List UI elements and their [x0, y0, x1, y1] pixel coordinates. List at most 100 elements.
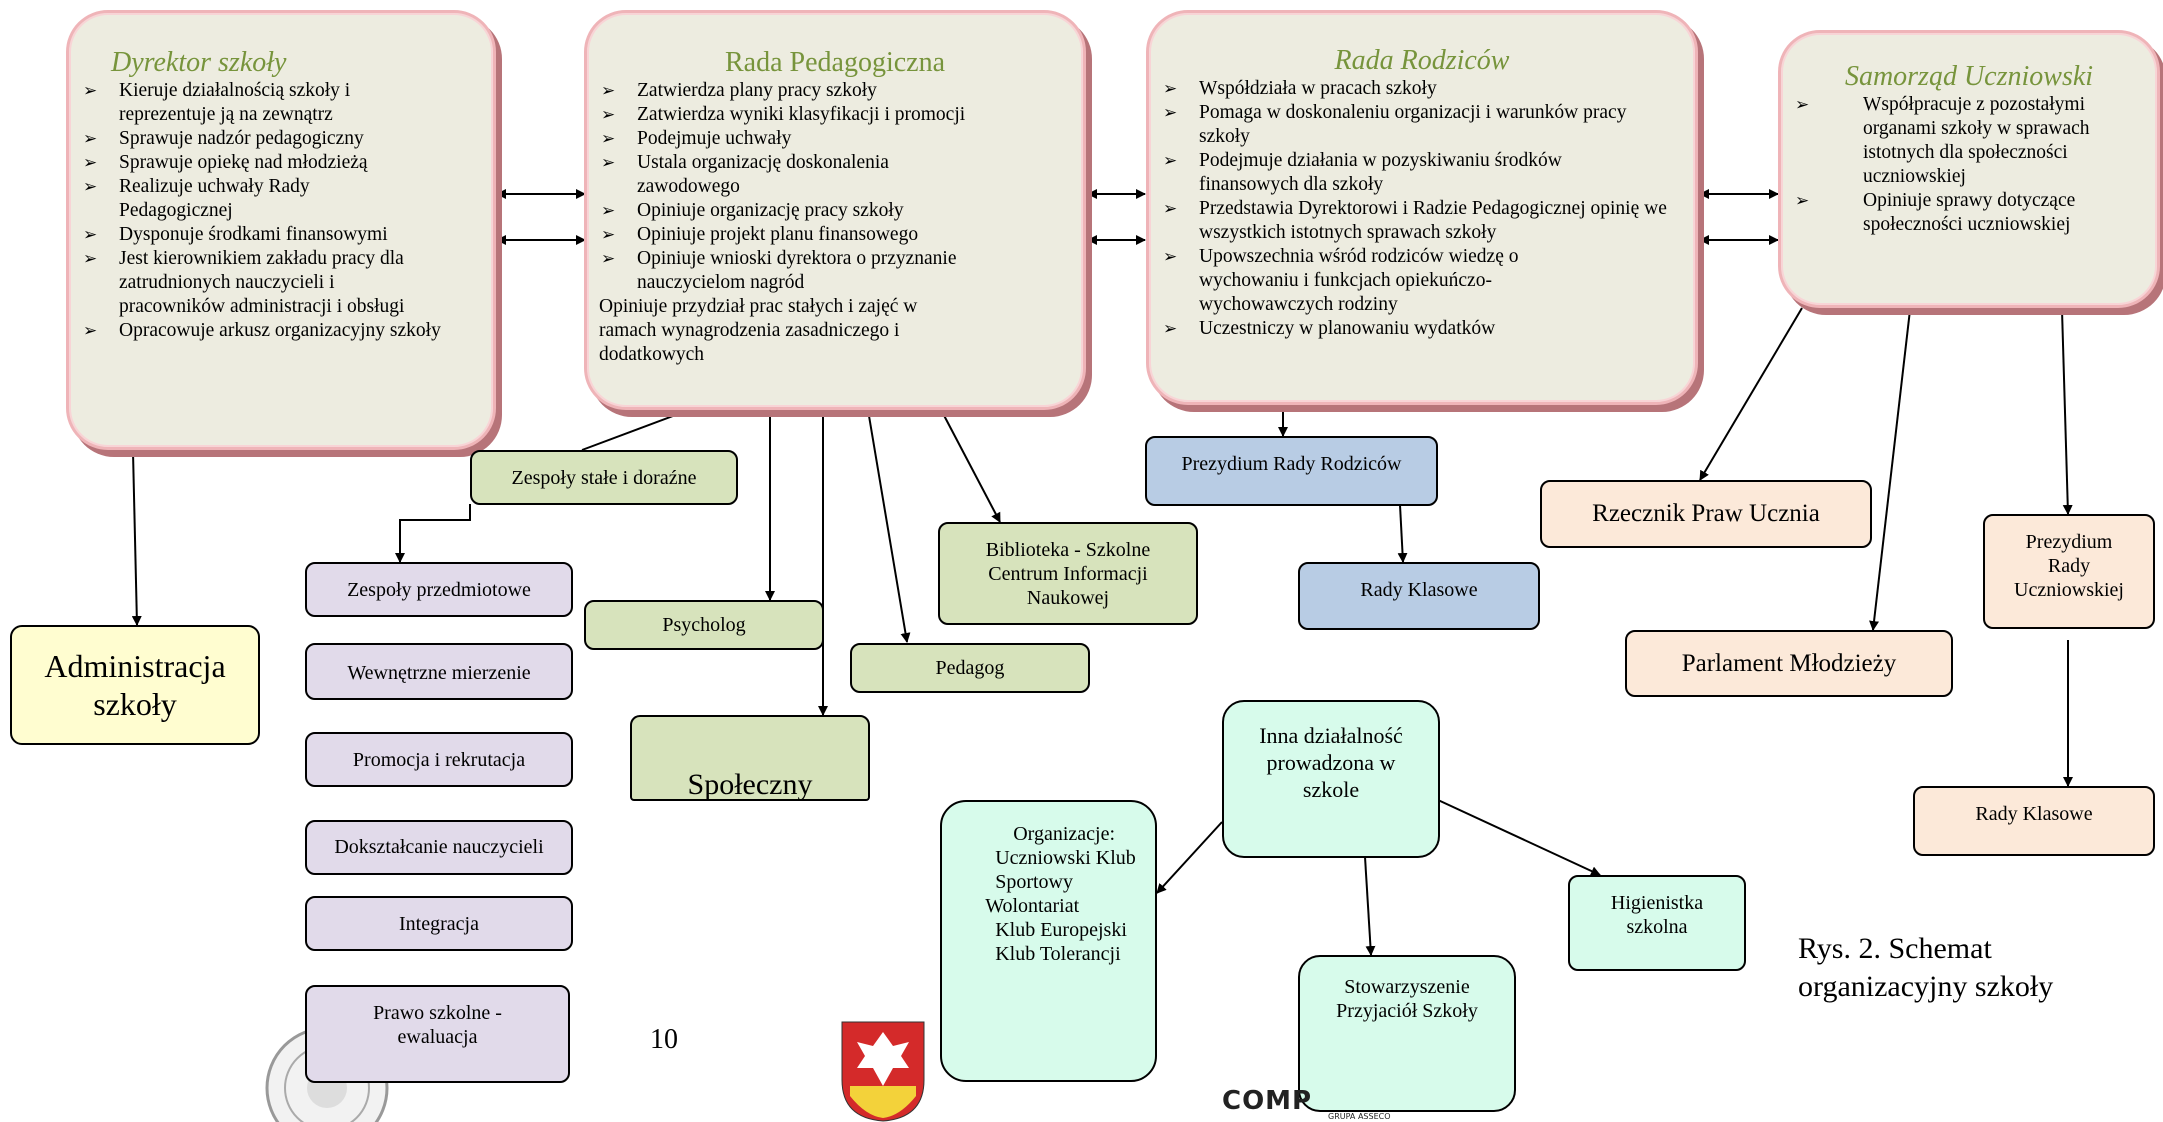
list-item: Podejmuje uchwały — [587, 127, 1083, 151]
rada-rodzicow-title: Rada Rodziców — [1334, 45, 1510, 76]
biblioteka-box: Biblioteka - Szkolne Centrum Informacji … — [938, 522, 1198, 625]
list-item: Opracowuje arkusz organizacyjny szkoły — [69, 319, 493, 343]
arrow-su-prezydium — [2061, 309, 2073, 515]
caption-line: organizacyjny szkoły — [1798, 970, 2054, 1003]
figure-caption: Rys. 2. Schemat organizacyjny szkoły — [1798, 930, 2053, 1006]
arrow-rp-biblioteka — [937, 403, 1001, 523]
arrow-dyr-adm — [131, 451, 142, 626]
arrow-su-rzecznik — [1699, 307, 1803, 481]
prezydium-ru-label: Prezydium Rady Uczniowskiej — [2014, 531, 2124, 601]
organizacje-list: Organizacje: Uczniowski Klub Sportowy Wo… — [961, 822, 1136, 966]
pedagog-label: Pedagog — [935, 657, 1005, 679]
organizacje-line: Organizacje: — [1013, 823, 1116, 845]
list-item: Pomaga w doskonaleniu organizacji i waru… — [1149, 101, 1695, 149]
comp-logo-text: COMP — [1222, 1086, 1313, 1116]
administracja-box: Administracja szkoły — [10, 625, 260, 745]
integracja-label: Integracja — [399, 912, 479, 935]
list-item: Przedstawia Dyrektorowi i Radzie Pedagog… — [1149, 197, 1695, 245]
arrow-inna-stowarzyszenie — [1364, 856, 1376, 956]
arrow-rp-pedagog — [866, 403, 911, 643]
list-item: Uczestniczy w planowaniu wydatków — [1149, 317, 1695, 341]
list-item: Opiniuje wnioski dyrektora o przyznanie … — [587, 247, 1083, 295]
rady-klasowe-1-label: Rady Klasowe — [1360, 579, 1478, 601]
administracja-label: Administracja szkoły — [44, 648, 226, 722]
zespoly-stale-box: Zespoły stałe i doraźne — [470, 450, 738, 505]
spoleczny-box: Społeczny — [630, 715, 870, 801]
stowarzyszenie-label: Stowarzyszenie Przyjaciół Szkoły — [1336, 976, 1478, 1022]
rady-klasowe-1-box: Rady Klasowe — [1298, 562, 1540, 630]
list-item: Opiniuje organizację pracy szkoły — [587, 199, 1083, 223]
zespoly-przedmiotowe-label: Zespoły przedmiotowe — [347, 578, 531, 601]
organizacje-line: Sportowy — [995, 871, 1074, 893]
organizacje-line: Wolontariat — [985, 895, 1080, 917]
prawo-label: Prawo szkolne - ewaluacja — [373, 1002, 502, 1048]
rzecznik-box: Rzecznik Praw Ucznia — [1540, 480, 1872, 548]
dyrektor-box: Dyrektor szkoły Kieruje działalnością sz… — [66, 10, 496, 450]
samorzad-list: Współpracuje z pozostałymi organami szko… — [1781, 93, 2157, 237]
wewnetrzne-mierzenie-box: Wewnętrzne mierzenie — [305, 643, 573, 700]
parlament-box: Parlament Młodzieży — [1625, 630, 1953, 697]
higienistka-box: Higienistka szkolna — [1568, 875, 1746, 971]
prezydium-ru-box: Prezydium Rady Uczniowskiej — [1983, 514, 2155, 629]
arrow-inna-higienistka — [1437, 799, 1601, 876]
promocja-label: Promocja i rekrutacja — [352, 748, 526, 771]
samorzad-box: Samorząd Uczniowski Współpracuje z pozos… — [1778, 30, 2160, 308]
organizacje-box: Organizacje: Uczniowski Klub Sportowy Wo… — [940, 800, 1157, 1082]
doksztalcanie-box: Dokształcanie nauczycieli — [305, 820, 573, 875]
rady-klasowe-2-label: Rady Klasowe — [1975, 803, 2093, 825]
rada-pedagogiczna-extra: Opiniuje przydział prac stałych i zajęć … — [599, 296, 918, 365]
caption-line: Rys. 2. Schemat — [1798, 932, 1992, 965]
prezydium-rr-box: Prezydium Rady Rodziców — [1145, 436, 1438, 506]
list-item: Zatwierdza wyniki klasyfikacji i promocj… — [587, 103, 1083, 127]
parlament-label: Parlament Młodzieży — [1681, 649, 1897, 677]
organizacje-line: Uczniowski Klub — [995, 847, 1136, 869]
arrow-prezydium-klasowe — [1397, 504, 1408, 563]
rada-pedagogiczna-box: Rada Pedagogiczna Zatwierdza plany pracy… — [584, 10, 1086, 410]
list-item: Współpracuje z pozostałymi organami szko… — [1781, 93, 2157, 189]
organizacje-line: Klub Tolerancji — [995, 943, 1121, 965]
arrow-zespoly-przedm — [395, 504, 471, 563]
zespoly-przedmiotowe-box: Zespoły przedmiotowe — [305, 562, 573, 617]
list-item: Dysponuje środkami finansowymi — [69, 223, 493, 247]
integracja-box: Integracja — [305, 896, 573, 951]
rady-klasowe-2-box: Rady Klasowe — [1913, 786, 2155, 856]
list-item: Realizuje uchwały Rady Pedagogicznej — [69, 175, 493, 223]
promocja-box: Promocja i rekrutacja — [305, 732, 573, 787]
prawo-box: Prawo szkolne - ewaluacja — [305, 985, 570, 1083]
zespoly-stale-label: Zespoły stałe i doraźne — [511, 466, 697, 489]
rada-pedagogiczna-title: Rada Pedagogiczna — [724, 47, 946, 78]
list-item: Sprawuje opiekę nad młodzieżą — [69, 151, 493, 175]
spoleczny-label: Społeczny — [687, 768, 813, 801]
arrow-inna-organizacje — [1156, 821, 1223, 894]
biblioteka-label: Biblioteka - Szkolne Centrum Informacji … — [985, 538, 1151, 609]
arrow-su-parlament — [1869, 309, 1911, 631]
stowarzyszenie-box: Stowarzyszenie Przyjaciół Szkoły — [1298, 955, 1516, 1112]
doksztalcanie-label: Dokształcanie nauczycieli — [334, 836, 544, 858]
page-number: 10 — [650, 1024, 678, 1055]
higienistka-label: Higienistka szkolna — [1610, 892, 1704, 938]
list-item: Sprawuje nadzór pedagogiczny — [69, 127, 493, 151]
organizacje-line: Klub Europejski — [995, 919, 1127, 941]
list-item: Podejmuje działania w pozyskiwaniu środk… — [1149, 149, 1695, 197]
samorzad-title: Samorząd Uczniowski — [1844, 61, 2094, 92]
list-item: Zatwierdza plany pracy szkoły — [587, 79, 1083, 103]
list-item: Ustala organizację doskonalenia zawodowe… — [587, 151, 1083, 199]
comp-logo: COMP — [1222, 1086, 1312, 1116]
rada-rodzicow-list: Współdziała w pracach szkoły Pomaga w do… — [1149, 77, 1695, 341]
inna-dzialalnosc-label: Inna działalność prowadzona w szkole — [1259, 723, 1403, 802]
arrow-rp-zespoly — [581, 403, 706, 451]
list-item: Jest kierownikiem zakładu pracy dla zatr… — [69, 247, 493, 319]
rada-pedagogiczna-list: Zatwierdza plany pracy szkoły Zatwierdza… — [587, 79, 1083, 295]
dyrektor-list: Kieruje działalnością szkoły i reprezent… — [69, 79, 493, 343]
inna-dzialalnosc-box: Inna działalność prowadzona w szkole — [1222, 700, 1440, 858]
psycholog-label: Psycholog — [662, 614, 746, 636]
pedagog-box: Pedagog — [850, 643, 1090, 693]
list-item: Opiniuje projekt planu finansowego — [587, 223, 1083, 247]
list-item: Kieruje działalnością szkoły i reprezent… — [69, 79, 493, 127]
coat-of-arms-logo — [841, 1021, 925, 1122]
list-item: Upowszechnia wśród rodziców wiedzę o wyc… — [1149, 245, 1695, 317]
rzecznik-label: Rzecznik Praw Ucznia — [1592, 500, 1820, 527]
prezydium-rr-label: Prezydium Rady Rodziców — [1181, 453, 1402, 475]
list-item: Współdziała w pracach szkoły — [1149, 77, 1695, 101]
